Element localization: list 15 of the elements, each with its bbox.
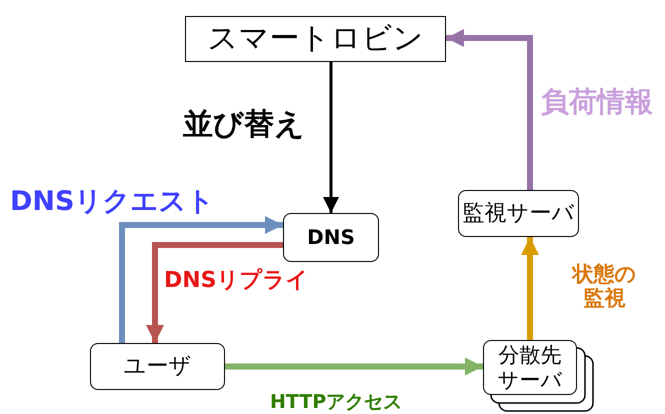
arrow [521, 237, 539, 340]
server-box: 監視サーバ [458, 190, 579, 237]
arrow [323, 62, 339, 213]
edge-label: HTTPアクセス [270, 392, 402, 414]
edge-label: 並び替え [183, 108, 305, 142]
user-box: ユーザ [90, 343, 225, 390]
server-box: 分散先サーバ [483, 340, 577, 395]
arrow [146, 242, 283, 343]
edge-label: 状態の監視 [572, 262, 638, 310]
arrow [446, 29, 533, 190]
dns-box: DNS [283, 213, 379, 262]
arrow [225, 358, 483, 376]
arrow [119, 216, 283, 343]
process-box: スマートロビン [185, 16, 446, 62]
edge-label: 負荷情報 [541, 86, 653, 118]
